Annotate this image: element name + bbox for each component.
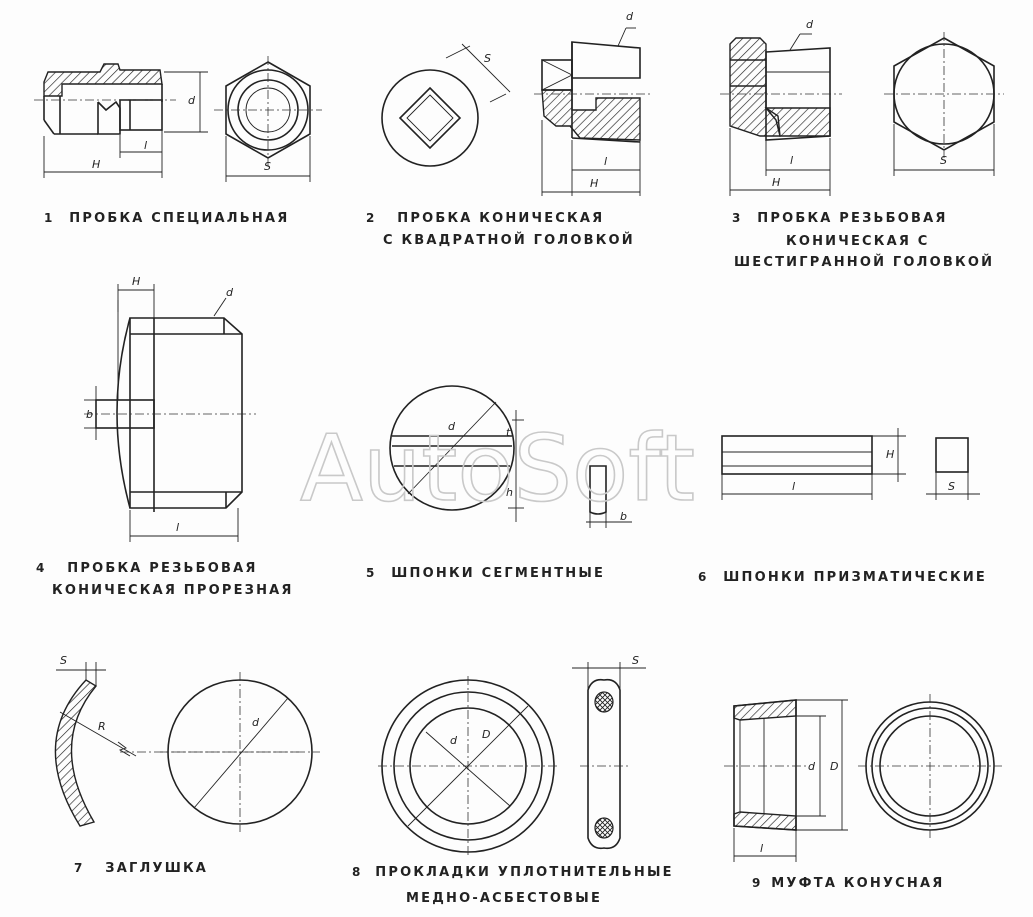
svg-text:1 ПРОБКА СПЕЦИАЛЬНАЯ: 1 ПРОБКА СПЕЦИАЛЬНАЯ	[44, 211, 289, 226]
fig6-dim-H: H	[886, 448, 894, 461]
svg-text:7 ЗАГЛУШКА: 7 ЗАГЛУШКА	[74, 861, 208, 876]
fig3-side-view: d l H	[720, 18, 842, 196]
fig5-number: 5	[366, 566, 377, 580]
fig4-dim-l: l	[176, 521, 179, 534]
svg-text:3 ПРОБКА РЕЗЬБОВАЯ: 3 ПРОБКА РЕЗЬБОВАЯ	[732, 211, 948, 226]
fig7-dim-S: S	[60, 654, 67, 667]
fig3-caption-line-3: ШЕСТИГРАННОЙ ГОЛОВКОЙ	[734, 254, 994, 270]
svg-text:2 ПРОБКА КОНИЧЕСКАЯ: 2 ПРОБКА КОНИЧЕСКАЯ	[366, 211, 604, 226]
fig9-dim-l: l	[760, 842, 763, 855]
figure-5-segment-keys: d t h b 5 ШПОНКИ СЕГМЕНТНЫЕ	[366, 385, 632, 581]
fig6-dim-S: S	[948, 480, 955, 493]
fig8-number: 8	[352, 865, 363, 879]
fig2-dim-S: S	[484, 52, 491, 65]
svg-text:8 ПРОКЛАДКИ УПЛОТНИТЕЛЬ: 8 ПРОКЛАДКИ УПЛОТНИТЕЛЬНЫЕ	[352, 865, 674, 880]
figure-7-blanking-cap: S R d 7 ЗАГЛУШКА	[54, 654, 320, 876]
fig9-caption-line-1: МУФТА КОНУСНАЯ	[771, 876, 944, 891]
figure-8-copper-asbestos-gaskets: d D S 8 ПРОКЛАДКИ УПЛОТНИТЕЛЬНЫЕ МЕДНО-А…	[352, 654, 674, 906]
fig4-dim-H: H	[132, 275, 140, 288]
fig2-end-view: S	[381, 43, 511, 167]
fig1-side-view: d H l	[34, 63, 208, 178]
fig9-dim-d: d	[808, 760, 816, 773]
fig1-dim-l: l	[144, 139, 147, 152]
fig8-dim-D: D	[482, 728, 490, 741]
fig8-caption-line-2: МЕДНО-АСБЕСТОВЫЕ	[406, 891, 602, 906]
fig8-dim-S: S	[632, 654, 639, 667]
figure-9-conical-coupling: d D l 9 МУФТА КОНУСНАЯ	[724, 694, 1002, 891]
fig9-number: 9	[752, 876, 763, 890]
fig9-dim-D: D	[830, 760, 838, 773]
fig6-caption-line-1: ШПОНКИ ПРИЗМАТИЧЕСКИЕ	[723, 570, 987, 585]
fig3-dim-H: H	[772, 176, 780, 189]
fig8-caption-line-1: ПРОКЛАДКИ УПЛОТНИТЕЛЬНЫЕ	[375, 865, 673, 880]
fig6-number: 6	[698, 570, 709, 584]
fig5-dim-h: h	[506, 486, 513, 499]
svg-text:5 ШПОНКИ СЕГМЕНТНЫЕ: 5 ШПОНКИ СЕГМЕНТНЫЕ	[366, 566, 605, 581]
fig6-dim-l: l	[792, 480, 795, 493]
fig2-caption-line-1: ПРОБКА КОНИЧЕСКАЯ	[397, 211, 604, 226]
fig3-caption-line-1: ПРОБКА РЕЗЬБОВАЯ	[757, 211, 947, 226]
fig1-caption-line-1: ПРОБКА СПЕЦИАЛЬНАЯ	[69, 211, 289, 226]
fig4-dim-b: b	[86, 408, 93, 421]
figure-6-prismatic-keys: H l S 6 ШПОНКИ ПРИЗМАТИЧЕСКИЕ	[698, 428, 987, 585]
fig3-dim-d: d	[806, 18, 814, 31]
fig2-dim-l: l	[604, 155, 607, 168]
watermark: AutoSoft	[300, 415, 695, 522]
fig7-number: 7	[74, 861, 85, 875]
fig8-dim-d: d	[450, 734, 458, 747]
fig4-caption-line-2: КОНИЧЕСКАЯ ПРОРЕЗНАЯ	[52, 583, 294, 598]
fig3-caption-line-2: КОНИЧЕСКАЯ С	[786, 234, 930, 249]
fig5-dim-b: b	[620, 510, 627, 523]
svg-text:4 ПРОБКА РЕЗЬБОВАЯ: 4 ПРОБКА РЕЗЬБОВАЯ	[36, 561, 258, 576]
fig2-side-view: d l H	[534, 10, 652, 196]
fig2-number: 2	[366, 211, 377, 225]
fig5-caption-line-1: ШПОНКИ СЕГМЕНТНЫЕ	[391, 566, 605, 581]
fig2-caption-line-2: С КВАДРАТНОЙ ГОЛОВКОЙ	[383, 232, 635, 248]
fig1-dim-d: d	[188, 94, 196, 107]
figure-2-conical-plug-square-head: S d l H 2 ПРОБКА КОНИЧЕСКАЯ С КВАДРАТНОЙ	[366, 10, 652, 248]
fig3-dim-S: S	[940, 154, 947, 167]
fig1-number: 1	[44, 211, 55, 225]
fig1-dim-H: H	[92, 158, 100, 171]
fig5-dim-t: t	[506, 426, 511, 439]
fig2-dim-d: d	[626, 10, 634, 23]
fig7-dim-R: R	[98, 720, 106, 733]
fig5-dim-d: d	[448, 420, 456, 433]
fig3-number: 3	[732, 211, 743, 225]
svg-text:6 ШПОНКИ ПРИЗМАТИЧЕСКИЕ: 6 ШПОНКИ ПРИЗМАТИЧЕСКИЕ	[698, 570, 987, 585]
fig3-end-view: S	[884, 32, 1004, 176]
fig1-dim-S: S	[264, 160, 271, 173]
figure-3-threaded-conical-plug-hex-head: d l H S 3 ПРОБКА РЕЗЬБОВАЯ КОНИЧЕСКАЯ С …	[720, 18, 1004, 270]
svg-text:9 МУФТА КОНУСНАЯ: 9 МУФТА КОНУСНАЯ	[752, 876, 944, 891]
fig1-end-view: S	[214, 56, 322, 182]
fig4-caption-line-1: ПРОБКА РЕЗЬБОВАЯ	[67, 561, 257, 576]
fig3-dim-l: l	[790, 154, 793, 167]
fig4-dim-d: d	[226, 286, 234, 299]
fig7-caption-line-1: ЗАГЛУШКА	[105, 861, 208, 876]
fig4-number: 4	[36, 561, 47, 575]
fig2-dim-H: H	[590, 177, 598, 190]
fig7-dim-d: d	[252, 716, 260, 729]
figure-1-special-plug: d H l S 1 ПРОБКА СПЕЦИАЛЬНАЯ	[34, 56, 322, 226]
figure-4-slotted-threaded-conical-plug: H d b l 4 ПРОБКА РЕЗЬБОВАЯ КОНИЧЕСКАЯ ПР…	[36, 275, 294, 598]
